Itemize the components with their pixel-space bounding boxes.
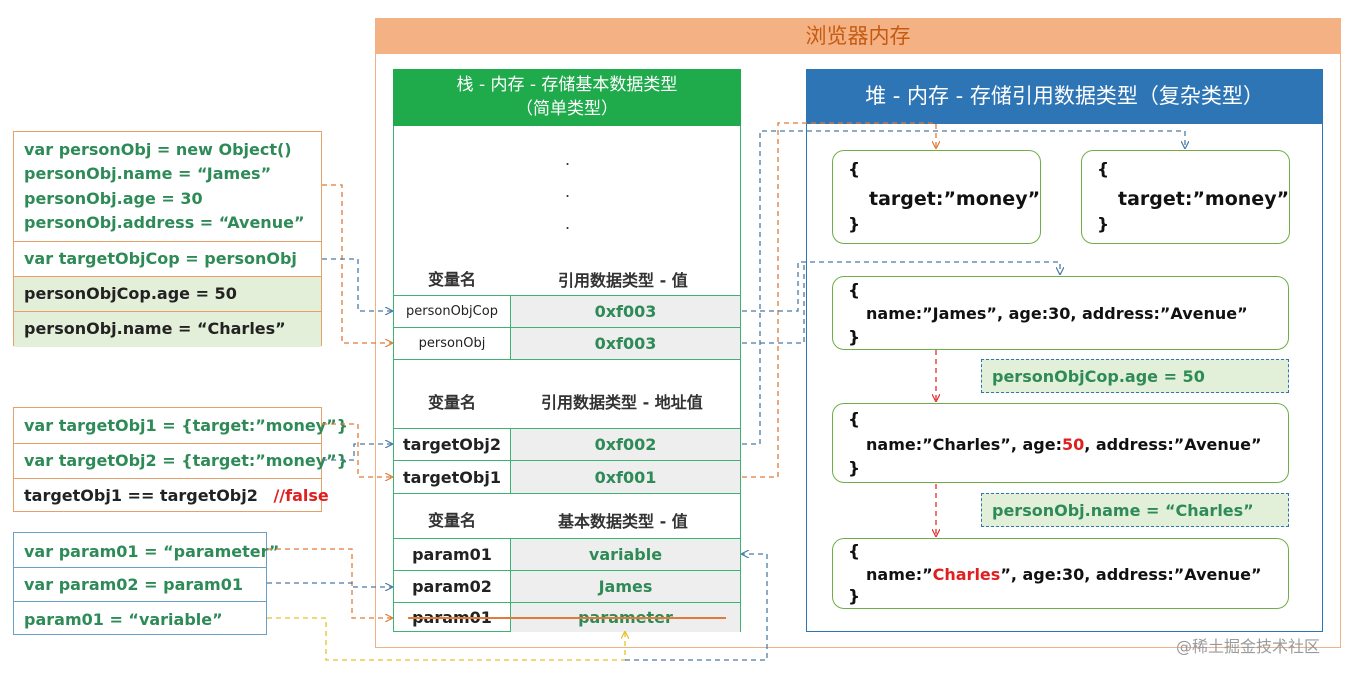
brace-open: { [848, 160, 861, 180]
brace-open: { [848, 281, 861, 301]
stack-var-name: param02 [394, 570, 511, 602]
code-line: param01 = “variable” [24, 610, 223, 629]
code-line: personObj.name = “Charles” [24, 319, 286, 338]
content-part: , address:”Avenue” [1084, 435, 1262, 454]
arrow-param02-to-stack [267, 582, 392, 587]
stack-var-name: personObj [394, 327, 511, 359]
code-row: targetObj1 == targetObj2 //false [14, 478, 329, 514]
stack-var-value: 0xf001 [511, 460, 740, 493]
stack-var-name-overwritten: param01 [394, 602, 511, 632]
code-line: var param02 = param01 [24, 575, 243, 594]
stack-divider [394, 359, 740, 360]
stack-var-name: personObjCop [394, 295, 511, 327]
object-content: name:”Charles”, age:50, address:”Avenue” [866, 435, 1262, 454]
code-comment: //false [273, 486, 329, 505]
code-line: personObjCop.age = 50 [24, 284, 237, 303]
changed-value: 50 [1061, 435, 1085, 454]
ellipsis-dot: . [565, 214, 571, 233]
ellipsis-dot: . [565, 182, 571, 201]
heap-object-person-age-changed: { name:”Charles”, age:50, address:”Avenu… [832, 403, 1289, 483]
stack-divider [394, 493, 740, 494]
ellipsis-dot: . [565, 150, 571, 169]
object-content: target:”money” [1118, 188, 1290, 210]
stack-var-name: targetObj2 [394, 428, 511, 460]
stack-var-value: 0xf003 [511, 327, 740, 359]
stack-var-value: variable [511, 538, 740, 570]
brace-close: } [1097, 215, 1110, 235]
heap-memory-header: 堆 - 内存 - 存储引用数据类型（复杂类型） [806, 69, 1323, 124]
brace-open: { [1097, 160, 1110, 180]
code-line: personObj.address = “Avenue” [24, 213, 305, 232]
stack-memory-header: 栈 - 内存 - 存储基本数据类型 （简单类型） [393, 69, 741, 126]
code-line: targetObj1 == targetObj2 //false [24, 486, 329, 505]
code-row: personObjCop.age = 50 [14, 276, 321, 312]
object-content: target:”money” [869, 188, 1041, 210]
code-line: var param01 = “parameter” [24, 542, 280, 561]
heap-object-person-initial: { name:”James”, age:30, address:”Avenue”… [832, 276, 1289, 350]
code-row: var targetObj2 = {target:”money”} [14, 443, 348, 479]
brace-close: } [848, 587, 861, 607]
code-line: var targetObj1 = {target:”money”} [24, 416, 349, 435]
code-group-params: var param01 = “parameter” var param02 = … [13, 532, 279, 637]
arrow-param01-to-stack [267, 548, 392, 618]
mutation-note-name: personObj.name = “Charles” [981, 493, 1289, 527]
heap-object-person-name-changed: { name:”Charles”, age:30, address:”Avenu… [832, 538, 1289, 609]
content-part: ”, age:30, address:”Avenue” [1000, 565, 1262, 584]
content-part: name:”Charles”, age: [866, 435, 1062, 454]
mutation-note-age: personObjCop.age = 50 [981, 359, 1289, 393]
stack-col-name: 变量名 [428, 270, 477, 289]
stack-var-name: targetObj1 [394, 460, 511, 493]
content-part: name:” [866, 565, 933, 584]
code-row: var param02 = param01 [14, 567, 266, 602]
changed-value: Charles [932, 565, 1001, 584]
stack-col-value: 引用数据类型 - 值 [558, 271, 688, 290]
stack-subtitle: （简单类型） [516, 99, 618, 119]
code-line: personObj.age = 30 [24, 189, 203, 208]
code-line: personObj.name = “James” [24, 164, 272, 183]
heap-object-target1: { target:”money” } [832, 150, 1041, 244]
stack-var-name: param01 [394, 538, 511, 570]
code-compare: targetObj1 == targetObj2 [24, 486, 258, 505]
code-line: var targetObjCop = personObj [24, 249, 297, 268]
brace-close: } [848, 459, 861, 479]
brace-close: } [848, 215, 861, 235]
code-row: param01 = “variable” [14, 601, 266, 637]
code-group-targets: var targetObj1 = {target:”money”} var ta… [13, 407, 348, 514]
stack-col-name: 变量名 [428, 393, 477, 412]
code-row: var targetObjCop = personObj [14, 241, 321, 277]
object-content: name:”James”, age:30, address:”Avenue” [866, 304, 1248, 323]
stack-col-name: 变量名 [428, 511, 477, 530]
stack-var-value-overwritten: parameter [511, 602, 740, 632]
code-line: var personObj = new Object() [24, 140, 292, 159]
heap-object-target2: { target:”money” } [1081, 150, 1290, 244]
brace-open: { [848, 542, 861, 562]
stack-var-value: 0xf003 [511, 295, 740, 327]
code-row: personObj.name = “Charles” [14, 311, 321, 347]
stack-var-value: James [511, 570, 740, 602]
stack-var-value: 0xf002 [511, 428, 740, 460]
browser-memory-title: 浏览器内存 [375, 18, 1341, 54]
code-group-person: var personObj = new Object() personObj.n… [13, 131, 322, 347]
watermark: @稀土掘金技术社区 [1176, 637, 1321, 656]
stack-col-value: 基本数据类型 - 值 [558, 512, 688, 531]
code-line: var targetObj2 = {target:”money”} [24, 451, 349, 470]
stack-col-value: 引用数据类型 - 地址值 [541, 393, 703, 412]
brace-close: } [848, 328, 861, 348]
object-content: name:”Charles”, age:30, address:”Avenue” [866, 565, 1262, 584]
stack-title: 栈 - 内存 - 存储基本数据类型 [456, 75, 678, 95]
brace-open: { [848, 410, 861, 430]
